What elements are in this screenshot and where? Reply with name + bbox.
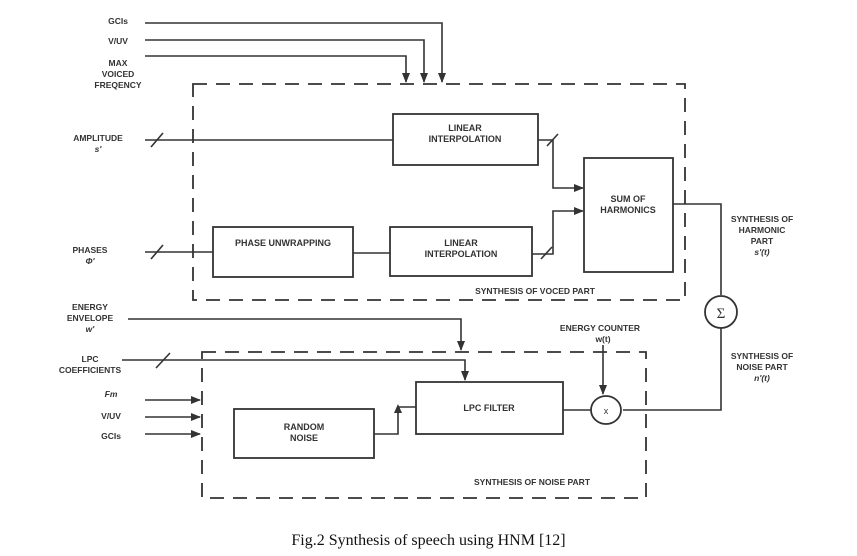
random-noise-line1: RANDOM [284,422,325,432]
lpc-filter-block [415,381,564,435]
noise-output-line1: SYNTHESIS OF [731,351,793,361]
bus-slash-amplitude [150,132,164,148]
input-label-vuv-top: V/UV [108,36,128,46]
energy-counter-label: ENERGY COUNTER [560,323,640,333]
bus-slash-interp-bottom [540,246,553,260]
harmonic-output-line2: HARMONIC [739,225,786,235]
wire-interp-top-to-sum [538,139,584,192]
phase-unwrapping-label: PHASE UNWRAPPING [235,238,331,248]
linear-interpolation-bottom-line1: LINEAR [444,238,478,248]
noise-section-label: SYNTHESIS OF NOISE PART [474,477,591,487]
input-label-lpc-2: COEFFICIENTS [59,365,122,375]
harmonic-output-line3: PART [751,236,774,246]
sum-of-harmonics-block [583,157,674,273]
linear-interpolation-top-line2: INTERPOLATION [429,134,502,144]
wire-noise-to-filter [374,406,416,435]
random-noise-line2: NOISE [290,433,318,443]
input-label-vuv-noise: V/UV [101,411,121,421]
input-label-max-voiced-3: FREQENCY [94,80,142,90]
input-label-energy-envelope-symbol: w' [86,324,96,334]
harmonic-output-symbol: s'(t) [754,247,769,257]
linear-interpolation-bottom-line2: INTERPOLATION [425,249,498,259]
harmonic-output-line1: SYNTHESIS OF [731,214,793,224]
noise-output-symbol: n'(t) [754,373,770,383]
bus-slash-lpc [155,352,171,369]
wire-lpc-coefficients [122,359,469,381]
input-label-energy-envelope-1: ENERGY [72,302,108,312]
voiced-section-label: SYNTHESIS OF VOCED PART [475,286,596,296]
input-label-max-voiced-2: VOICED [102,69,135,79]
linear-interpolation-bottom-block [389,226,533,277]
hnm-synthesis-diagram: GCIs V/UV MAX VOICED FREQENCY SYNTHESIS … [59,16,793,499]
sum-of-harmonics-line2: HARMONICS [600,205,656,215]
bus-slash-interp-top [546,133,559,147]
wire-interp-bottom-to-sum [532,207,584,255]
linear-interpolation-top-line1: LINEAR [448,123,482,133]
input-label-phases: PHASES [73,245,108,255]
wire-gcis-top [145,22,446,83]
sigma-icon: Σ [717,306,726,322]
input-label-phases-symbol: Φ' [85,256,95,266]
phase-unwrapping-block [212,226,354,278]
input-label-fm: Fm [105,389,118,399]
input-label-amplitude: AMPLITUDE [73,133,123,143]
wire-harmonic-to-sum [673,203,722,295]
voiced-part-boundary [192,83,686,301]
input-label-energy-envelope-2: ENVELOPE [67,313,114,323]
wire-vuv-top [145,39,428,83]
noise-part-boundary [201,351,647,499]
energy-counter-symbol: w(t) [594,334,610,344]
figure-caption: Fig.2 Synthesis of speech using HNM [12] [291,532,566,549]
sum-of-harmonics-line1: SUM OF [611,194,647,204]
multiplier-node [590,395,622,425]
wire-energy-envelope [128,318,465,351]
multiply-icon: x [604,406,609,416]
input-label-gcis-top: GCIs [108,16,128,26]
noise-output-line2: NOISE PART [736,362,788,372]
random-noise-block [233,408,375,459]
wire-noise-to-sum [623,328,722,411]
input-label-max-voiced-1: MAX [109,58,128,68]
input-label-lpc-1: LPC [82,354,99,364]
bus-slash-phases [150,244,164,260]
arrowhead-noise-to-filter [394,404,402,413]
lpc-filter-label: LPC FILTER [463,403,515,413]
input-label-gcis-noise: GCIs [101,431,121,441]
input-label-amplitude-symbol: s' [95,144,103,154]
wire-max-voiced [145,55,410,83]
